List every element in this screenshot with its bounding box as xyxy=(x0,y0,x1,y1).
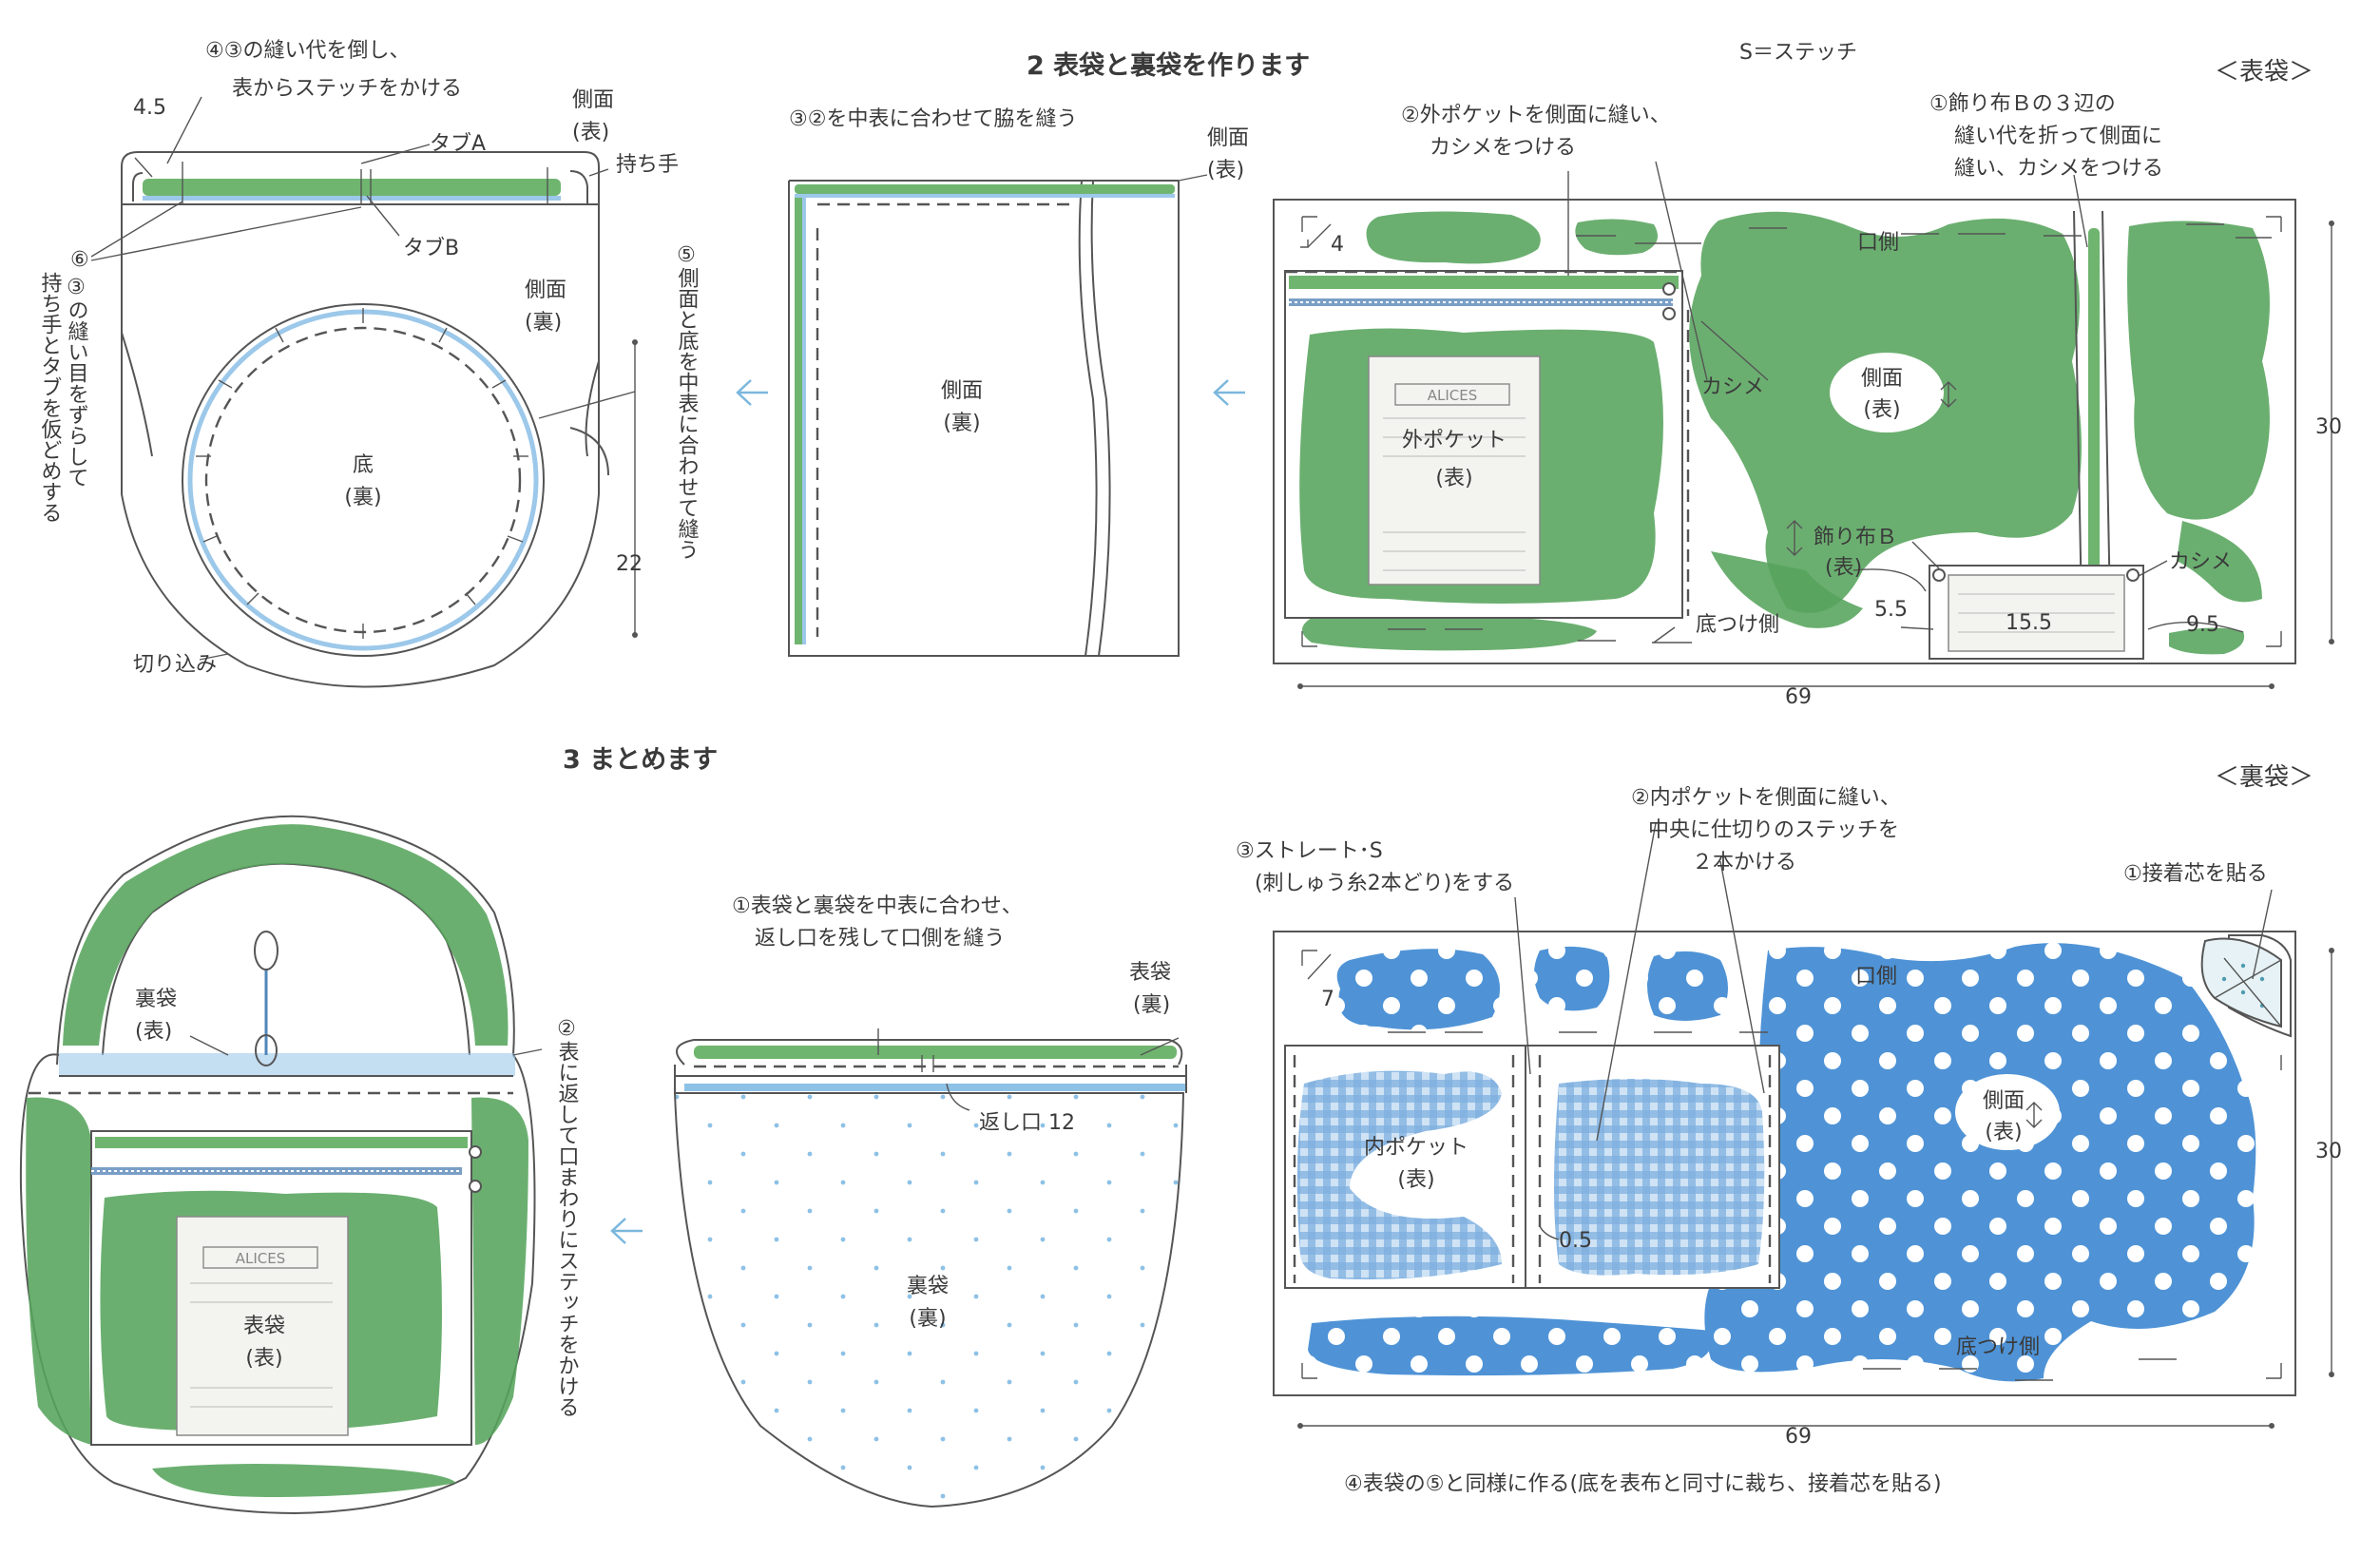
tab-b-label: タブB xyxy=(403,237,459,260)
step3-lining-back-1: 裏袋 xyxy=(907,1275,949,1298)
mid-side-back-2: (裏) xyxy=(943,412,980,435)
lining-note-2-line2: 中央に仕切りのステッチを xyxy=(1648,818,1899,842)
lining-dim-0-5: 0.5 xyxy=(1559,1229,1592,1253)
finished-lining-2: (表) xyxy=(135,1020,172,1044)
outer-side-2: (表) xyxy=(1863,398,1900,422)
lining-bottom-side: 底つけ側 xyxy=(1956,1335,2040,1359)
flow-arrow-3 xyxy=(610,1218,643,1244)
lining-pocket-2: (表) xyxy=(1397,1168,1434,1192)
lining-note-3-line1: ③ストレート･S xyxy=(1236,839,1383,863)
flow-arrow-2 xyxy=(1213,379,1245,406)
lining-dim-7: 7 xyxy=(1321,988,1334,1011)
outer-dim-4: 4 xyxy=(1331,233,1344,257)
note-5-vertical: ⑤側面と底を中表に合わせて縫う xyxy=(675,243,700,560)
side-back-label-1: 側面 xyxy=(525,279,566,302)
lining-bag-heading: ＜裏袋＞ xyxy=(2215,763,2313,792)
step2-side-seam xyxy=(788,174,1208,657)
outer-bottom-side: 底つけ側 xyxy=(1696,613,1779,637)
lining-note-2-line1: ②内ポケットを側面に縫い、 xyxy=(1631,786,1901,810)
outer-rivet-label-2: カシメ xyxy=(2169,550,2232,574)
outer-note-1-line1: ①飾り布Ｂの３辺の xyxy=(1929,92,2116,116)
outer-deco-2: (表) xyxy=(1825,556,1862,580)
finished-bag-label-logo: ALICES xyxy=(236,1250,286,1267)
note-4-line2: 表からステッチをかける xyxy=(232,77,462,101)
note-6-line2: 持ち手とタブを仮どめする xyxy=(38,272,63,523)
lining-note-3-line2: (刺しゅう糸2本どり)をする xyxy=(1255,872,1514,895)
lining-side-2: (表) xyxy=(1985,1121,2022,1144)
step3-note-1-line1: ①表袋と裏袋を中表に合わせ、 xyxy=(732,894,1023,918)
outer-dim-15-5: 15.5 xyxy=(2006,611,2052,635)
lining-note-4: ④表袋の⑤と同様に作る(底を表布と同寸に裁ち、接着芯を貼る) xyxy=(1344,1472,1942,1496)
finished-lining-1: 裏袋 xyxy=(135,988,177,1011)
outer-mouth-side: 口側 xyxy=(1857,231,1899,255)
side-front-label-2: (表) xyxy=(572,121,609,144)
flow-arrow-1 xyxy=(736,379,768,406)
lining-mouth-side: 口側 xyxy=(1855,965,1897,989)
note-6-line1: ③の縫い目をずらして xyxy=(65,276,89,488)
note-4-line1: ④③の縫い代を倒し、 xyxy=(205,39,410,63)
dim-4-5: 4.5 xyxy=(133,96,166,120)
lining-note-2-line3: ２本かける xyxy=(1692,851,1796,874)
bottom-label-1: 底 xyxy=(353,453,374,477)
step3-note-1-line2: 返し口を残して口側を縫う xyxy=(755,927,1005,951)
lining-dim-30: 30 xyxy=(2315,1140,2342,1163)
outer-bag-panel: ALICES xyxy=(1273,161,2334,689)
note-2-vertical: ②表に返して口まわりにステッチをかける xyxy=(555,1017,580,1417)
step3-outer-back-2: (裏) xyxy=(1133,993,1170,1017)
lining-outer-joined xyxy=(673,1028,1187,1508)
finished-bag: ALICES xyxy=(19,815,543,1515)
tab-a-label: タブA xyxy=(430,132,486,156)
notch-label: 切り込み xyxy=(133,653,217,677)
step3-opening: 返し口 12 xyxy=(979,1111,1075,1135)
outer-dim-5-5: 5.5 xyxy=(1874,598,1908,622)
outer-pocket-2: (表) xyxy=(1435,467,1472,490)
dim-22: 22 xyxy=(616,552,643,576)
step3-outer-back-1: 表袋 xyxy=(1129,961,1171,985)
bottom-label-2: (裏) xyxy=(344,486,381,509)
section3-heading: 3 まとめます xyxy=(563,745,718,775)
mid-side-back-1: 側面 xyxy=(941,379,983,403)
outer-note-2-line1: ②外ポケットを側面に縫い、 xyxy=(1401,104,1671,127)
mid-side-front-1: 側面 xyxy=(1207,126,1249,150)
lining-pocket-1: 内ポケット xyxy=(1364,1136,1468,1160)
finished-outer-1: 表袋 xyxy=(243,1315,285,1338)
outer-dim-30: 30 xyxy=(2315,415,2342,439)
stitch-legend: S＝ステッチ xyxy=(1739,41,1857,65)
side-front-label-1: 側面 xyxy=(572,88,614,112)
outer-dim-69: 69 xyxy=(1785,685,1812,709)
lining-side-1: 側面 xyxy=(1983,1089,2025,1113)
section2-heading: 2 表袋と裏袋を作ります xyxy=(1027,50,1310,81)
lining-dim-69: 69 xyxy=(1785,1425,1812,1449)
outer-pocket-label-logo: ALICES xyxy=(1428,387,1478,404)
handle-label: 持ち手 xyxy=(616,153,679,177)
step3-lining-back-2: (裏) xyxy=(909,1307,946,1331)
outer-note-1-line2: 縫い代を折って側面に xyxy=(1954,125,2162,148)
mid-side-front-2: (表) xyxy=(1207,159,1244,182)
finished-outer-2: (表) xyxy=(245,1347,282,1371)
outer-side-1: 側面 xyxy=(1861,367,1903,391)
note-6-number: ⑥ xyxy=(70,248,89,272)
side-back-label-2: (裏) xyxy=(525,311,562,335)
outer-rivet-label-1: カシメ xyxy=(1701,375,1764,399)
outer-dim-9-5: 9.5 xyxy=(2186,613,2219,637)
outer-deco-1: 飾り布Ｂ xyxy=(1814,526,1897,549)
outer-note-1-line3: 縫い、カシメをつける xyxy=(1954,157,2163,181)
step2-bag-assembly xyxy=(90,96,638,688)
outer-pocket-1: 外ポケット xyxy=(1402,429,1507,452)
lining-bag-panel xyxy=(1273,822,2334,1429)
outer-bag-heading: ＜表袋＞ xyxy=(2215,58,2313,86)
lining-note-1: ①接着芯を貼る xyxy=(2123,862,2268,886)
outer-note-2-line2: カシメをつける xyxy=(1430,136,1576,160)
note-3-side-seam: ③②を中表に合わせて脇を縫う xyxy=(789,107,1077,131)
